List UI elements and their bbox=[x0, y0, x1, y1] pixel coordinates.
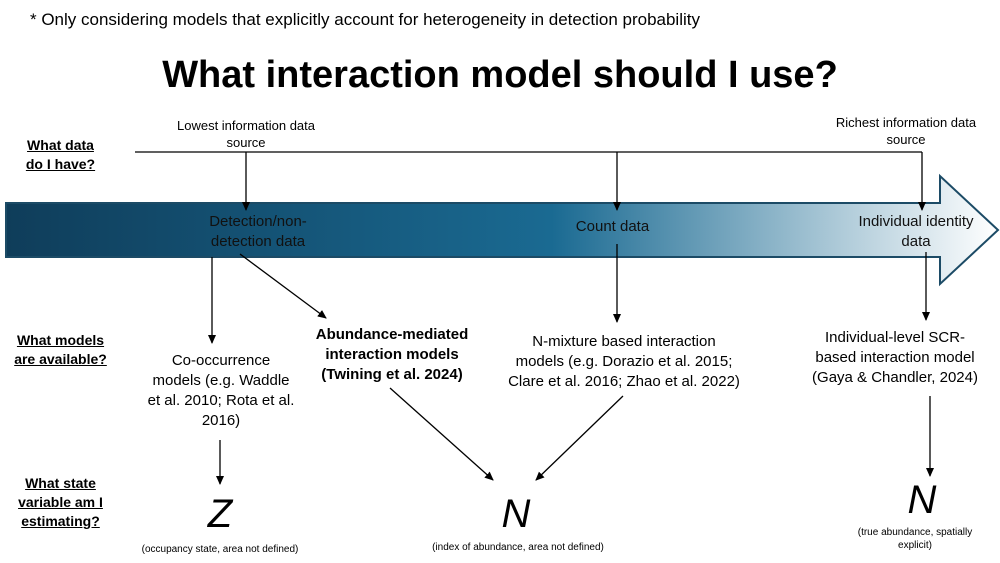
arrow-abundance-to-n bbox=[389, 387, 494, 481]
count-data-label: Count data bbox=[575, 218, 650, 235]
scr-models: Individual-level SCR-based interaction m… bbox=[812, 329, 978, 386]
arrow-nmixture-to-n bbox=[535, 395, 624, 481]
detection-data-label: Detection/non-detection data bbox=[209, 213, 307, 250]
variable-n-index: N bbox=[501, 492, 531, 536]
caption-n-index: (index of abundance, area not defined) bbox=[432, 542, 604, 553]
page-title: What interaction model should I use? bbox=[162, 54, 838, 96]
footnote: * Only considering models that explicitl… bbox=[30, 10, 700, 29]
variable-n-true: N bbox=[907, 478, 937, 522]
caption-z: (occupancy state, area not defined) bbox=[141, 544, 299, 555]
variable-z: Z bbox=[207, 492, 233, 536]
arrow-to-abundance bbox=[239, 253, 327, 319]
information-gradient-arrow bbox=[5, 173, 1000, 287]
